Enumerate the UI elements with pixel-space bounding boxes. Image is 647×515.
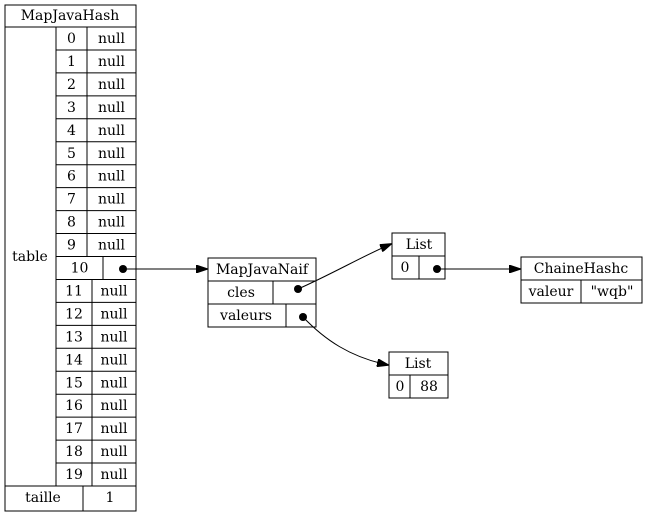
table-slot-4: 4 null	[56, 118, 136, 142]
table-slot-index: 17	[65, 421, 83, 437]
table-slot-index: 7	[67, 192, 76, 208]
table-slot-value: null	[101, 467, 129, 483]
table-slot-value: null	[101, 444, 129, 460]
table-slot-index: 15	[65, 375, 83, 391]
node-list-valeurs: List 0 88	[388, 351, 449, 399]
table-slot-7: 7 null	[56, 187, 136, 211]
table-slot-15: 15 null	[56, 370, 136, 395]
valeur-field-label: valeur	[528, 284, 574, 300]
table-slot-index: 0	[67, 31, 76, 47]
reference-edges	[119, 244, 520, 365]
table-slot-index: 8	[67, 215, 76, 231]
cles-field-label: cles	[227, 285, 255, 301]
table-slot-value: null	[101, 329, 129, 345]
table-slot-value: null	[98, 238, 126, 254]
table-slot-16: 16 null	[56, 393, 136, 418]
edge-cles-to-list	[297, 244, 391, 290]
table-slot-18: 18 null	[56, 439, 136, 464]
valeurs-field-label: valeurs	[219, 308, 272, 324]
node-chaine-hashc: ChaineHashc valeur "wqb"	[520, 256, 643, 304]
map-java-hash-frame	[4, 4, 137, 512]
table-slot-value: null	[98, 100, 126, 116]
table-slot-index: 9	[67, 238, 76, 254]
table-slot-10: 10	[56, 256, 136, 280]
map-java-naif-title: MapJavaNaif	[216, 262, 310, 278]
taille-field-value: 1	[106, 490, 115, 506]
table-slot-11: 11 null	[56, 278, 136, 303]
table-slot-0: 0 null	[67, 27, 126, 50]
node-map-java-hash: MapJavaHash table 0 null 1 null 2 null 3 null 4 n…	[4, 4, 137, 512]
taille-field-label: taille	[25, 490, 61, 506]
table-slot-8: 8 null	[56, 210, 136, 234]
hash-table-rows: 0 null 1 null 2 null 3 null 4 null 5 null 6 null 7 null…	[56, 27, 136, 486]
table-slot-value: null	[98, 123, 126, 139]
list-cles-index: 0	[401, 260, 410, 276]
table-slot-6: 6 null	[56, 164, 136, 188]
table-slot-3: 3 null	[56, 95, 136, 119]
table-slot-value: null	[101, 352, 129, 368]
table-slot-index: 5	[67, 146, 76, 162]
table-slot-12: 12 null	[56, 301, 136, 326]
table-slot-value: null	[98, 31, 126, 47]
table-slot-5: 5 null	[56, 141, 136, 165]
table-slot-index: 16	[65, 398, 83, 414]
table-slot-17: 17 null	[56, 416, 136, 441]
table-slot-index: 10	[71, 261, 89, 277]
table-slot-index: 6	[67, 169, 76, 185]
map-java-hash-title: MapJavaHash	[21, 8, 120, 24]
edge-valeurs-to-list	[302, 316, 388, 365]
table-slot-index: 11	[65, 283, 83, 299]
table-slot-19: 19 null	[56, 462, 136, 486]
table-slot-value: null	[98, 146, 126, 162]
table-slot-value: null	[98, 215, 126, 231]
table-slot-value: null	[101, 283, 129, 299]
table-slot-value: null	[101, 375, 129, 391]
list-cles-title: List	[406, 237, 433, 253]
table-slot-index: 14	[65, 352, 83, 368]
valeur-field-value: "wqb"	[591, 284, 634, 300]
table-slot-index: 2	[67, 77, 76, 93]
table-slot-value: null	[101, 398, 129, 414]
table-slot-value: null	[101, 306, 129, 322]
chaine-hashc-title: ChaineHashc	[534, 261, 629, 277]
table-slot-value: null	[98, 54, 126, 70]
table-slot-value: null	[98, 192, 126, 208]
list-valeurs-index: 0	[396, 379, 405, 395]
table-slot-index: 1	[67, 54, 76, 70]
list-valeurs-value: 88	[420, 379, 438, 395]
table-slot-index: 4	[67, 123, 76, 139]
table-slot-index: 19	[65, 467, 83, 483]
table-slot-1: 1 null	[56, 49, 136, 73]
table-slot-13: 13 null	[56, 324, 136, 349]
table-slot-value: null	[98, 169, 126, 185]
table-slot-2: 2 null	[56, 72, 136, 96]
table-slot-index: 18	[65, 444, 83, 460]
table-slot-index: 12	[65, 306, 83, 322]
table-slot-value: null	[98, 77, 126, 93]
table-slot-14: 14 null	[56, 347, 136, 372]
table-slot-9: 9 null	[56, 233, 136, 257]
table-field-label: table	[12, 249, 48, 265]
table-slot-index: 13	[65, 329, 83, 345]
table-slot-value: null	[101, 421, 129, 437]
list-valeurs-title: List	[405, 356, 432, 372]
table-slot-index: 3	[67, 100, 76, 116]
